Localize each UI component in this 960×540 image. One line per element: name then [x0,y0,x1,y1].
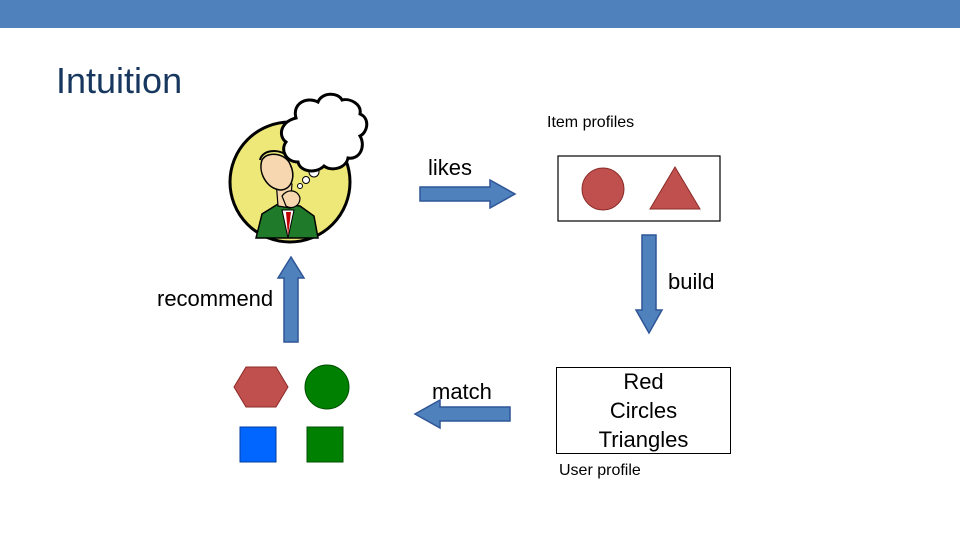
build-arrow [634,234,664,335]
user-profile-line: Red [623,369,664,394]
item-profiles-label: Item profiles [547,114,635,131]
recommend-label: recommend [157,286,274,311]
green-square-icon [306,426,344,463]
recommend-arrow [276,255,306,343]
red-hexagon-icon [233,366,289,408]
blue-square-icon [239,426,277,463]
match-label: match [432,379,492,404]
red-triangle-icon [649,166,701,210]
user-profile-line: Circles [609,398,678,423]
thought-cloud-icon [279,92,369,173]
match-arrow [413,398,511,430]
build-label: build [668,269,715,294]
slide-title: Intuition [56,60,183,101]
user-profile-line: Triangles [598,427,689,452]
top-accent-bar [0,0,960,28]
likes-label: likes [428,155,473,180]
user-profile-box: Red Circles Triangles [556,367,731,454]
user-profile-label: User profile [559,462,641,479]
likes-arrow [419,178,517,210]
green-circle-icon [304,364,350,410]
red-circle-icon [581,167,625,211]
